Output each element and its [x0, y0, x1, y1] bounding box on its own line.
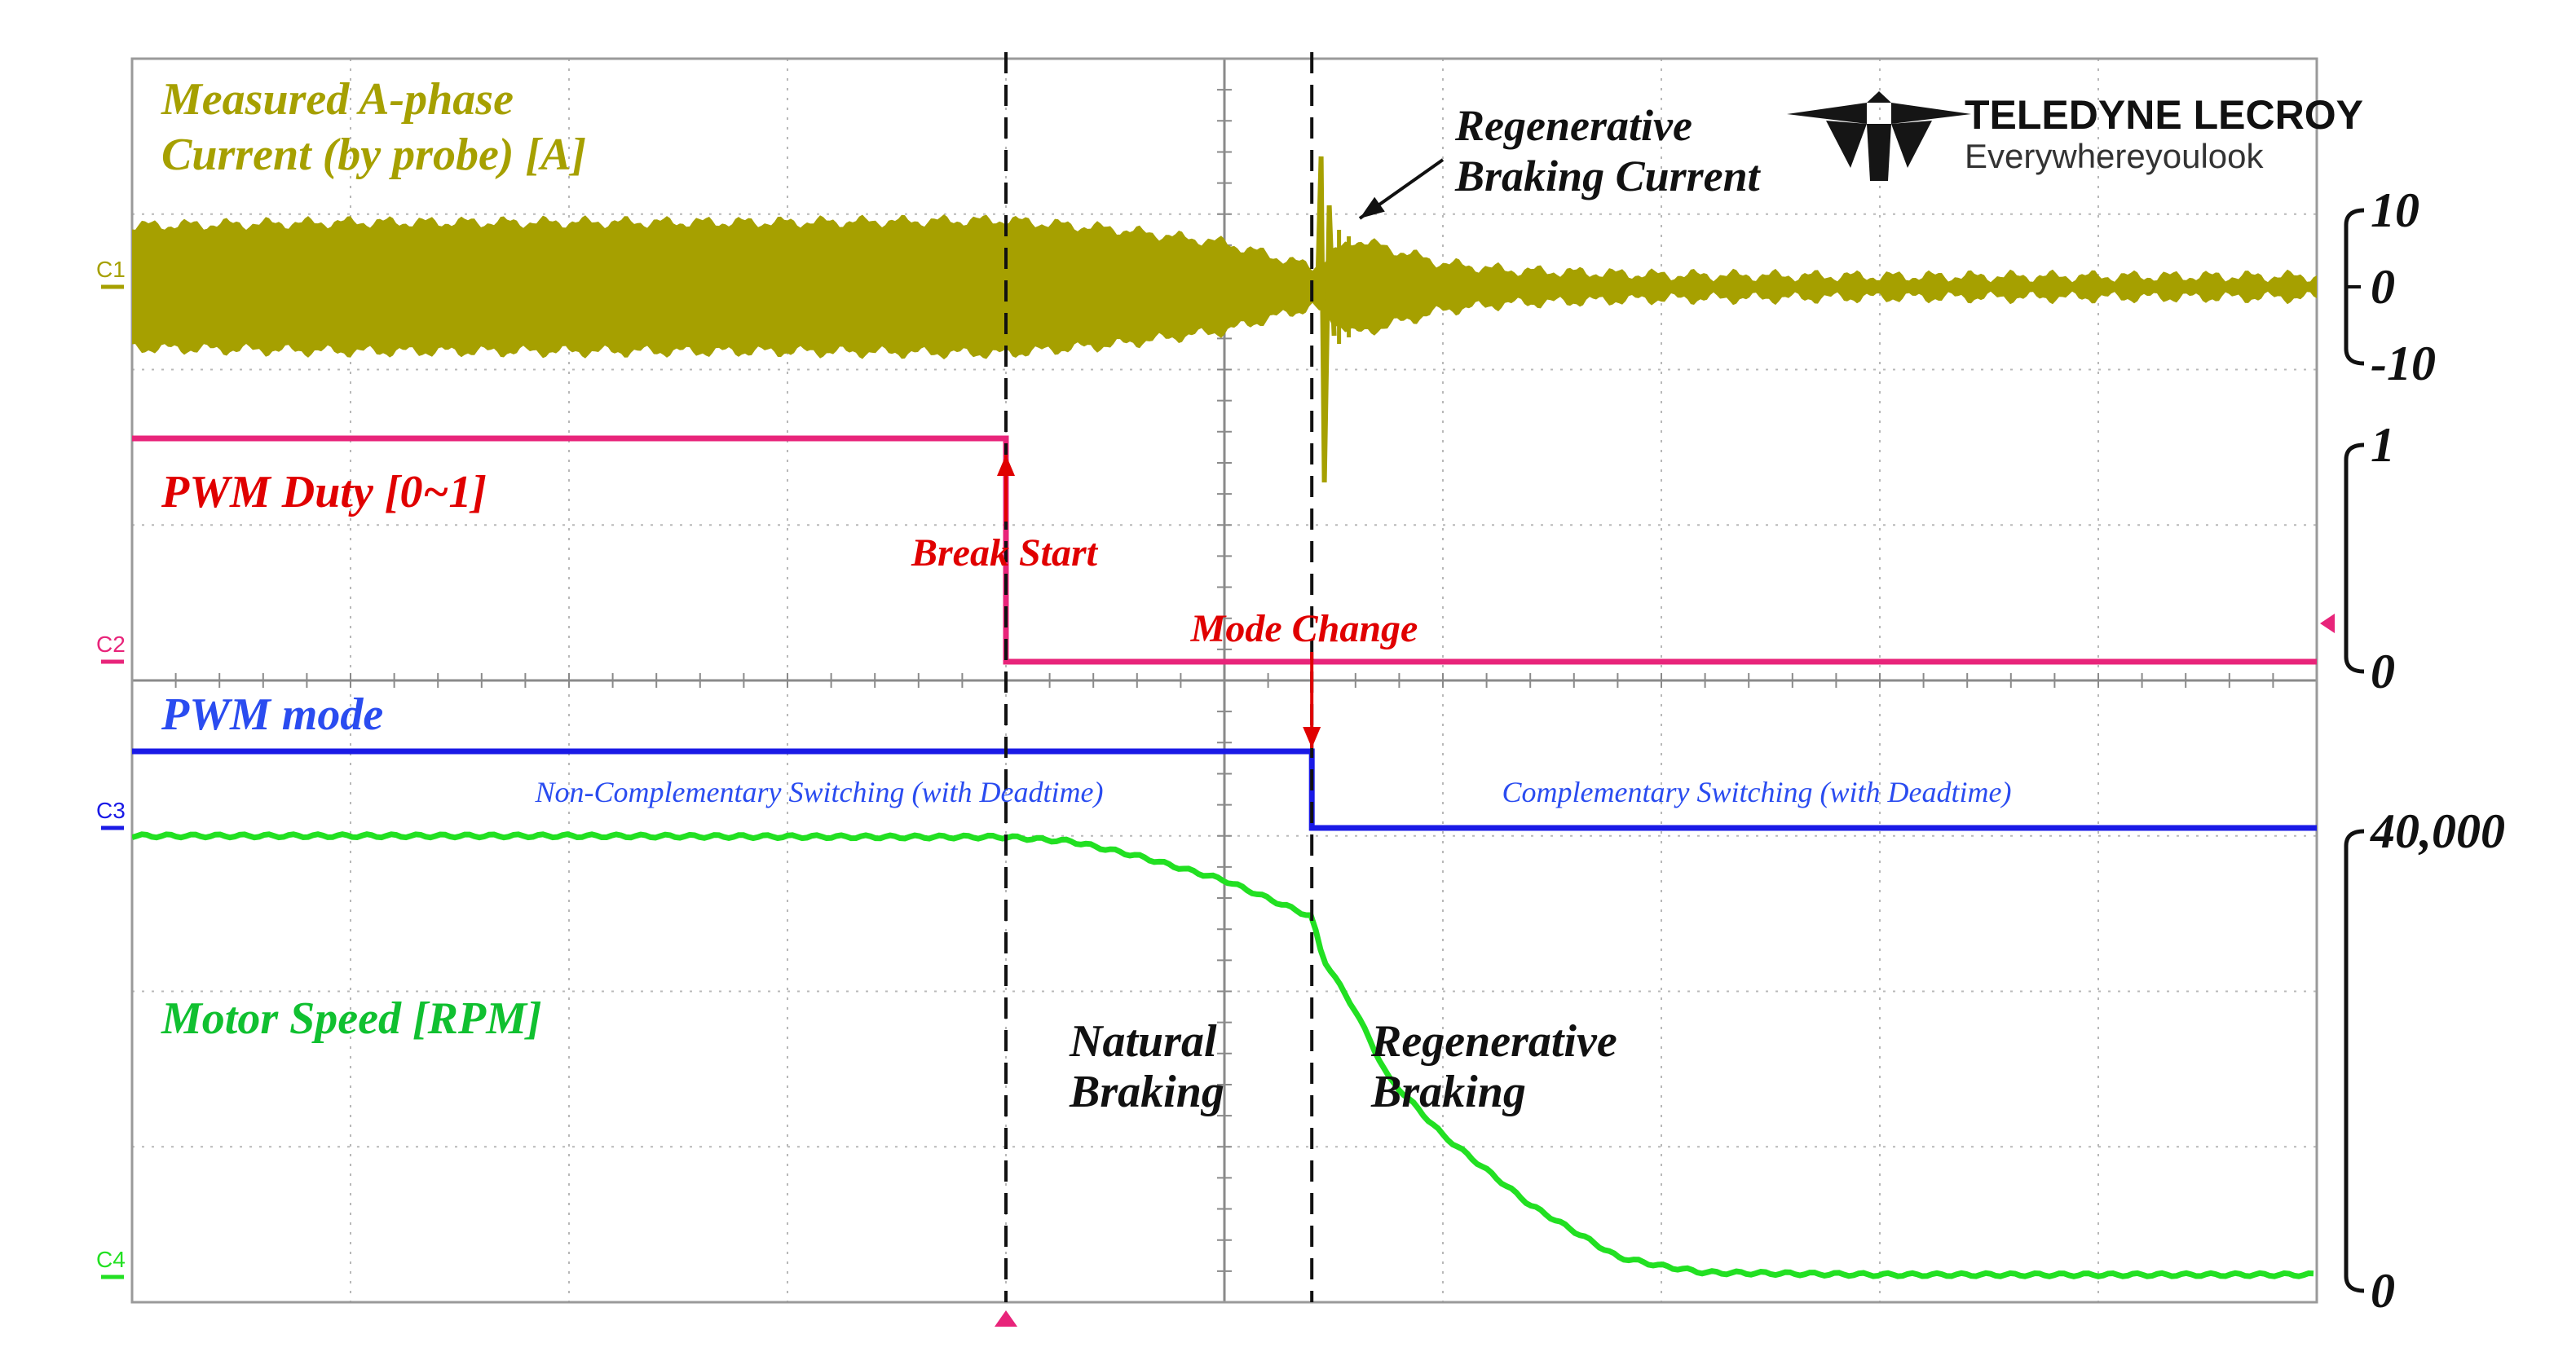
c1-scale-tick-label: 0	[2371, 260, 2395, 314]
logo-tagline-text: Everywhereyoulook	[1965, 137, 2265, 175]
c2-series-title: PWM Duty [0~1]	[161, 467, 487, 517]
logo-brand-text: TELEDYNE LECROY	[1965, 92, 2363, 138]
c4-scale-tick-label: 40,000	[2370, 804, 2505, 858]
teledyne-bird-icon	[1787, 91, 1971, 181]
mode-change-arrow	[1303, 652, 1321, 748]
c1-series-title-line2: Current (by probe) [A]	[161, 130, 586, 180]
trigger-level-marker	[2320, 614, 2335, 633]
channel-label-c2: C2	[96, 632, 126, 657]
channel-label-c1: C1	[96, 257, 126, 282]
c4-scale-tick-label: 0	[2371, 1264, 2395, 1318]
c1-scale-tick-label: -10	[2371, 337, 2436, 390]
regen-braking-label-line2: Braking	[1370, 1067, 1526, 1117]
teledyne-lecroy-logo: TELEDYNE LECROY Everywhereyoulook	[1787, 91, 2363, 181]
plot-frame	[130, 57, 2318, 1304]
natural-braking-label-line2: Braking	[1069, 1067, 1224, 1117]
arrow-head	[1360, 196, 1385, 218]
regen-braking-label-line1: Regenerative	[1370, 1016, 1617, 1067]
arrow-head	[997, 455, 1015, 476]
natural-braking-label-line1: Natural	[1069, 1016, 1217, 1067]
mode-change-label: Mode Change	[1190, 607, 1418, 650]
c4-motor-speed-trace	[132, 831, 2314, 1279]
c3-series-title: PWM mode	[161, 689, 383, 740]
c1-current-trace	[132, 214, 2317, 359]
complementary-label: Complementary Switching (with Deadtime)	[1502, 776, 2012, 808]
c2-scale-bracket	[2344, 442, 2365, 674]
arrow-head	[1303, 727, 1321, 748]
c1-current-spike	[1315, 156, 1337, 483]
regen-current-label-line2: Braking Current	[1454, 152, 1762, 200]
c1-scale-bracket	[2344, 208, 2365, 366]
c1-series-title-line1: Measured A-phase	[161, 74, 514, 125]
brake-start-arrow	[997, 455, 1015, 522]
c4-scale-bracket	[2344, 829, 2365, 1293]
regen-current-label-line1: Regenerative	[1454, 101, 1692, 150]
trigger-position-marker	[995, 1310, 1017, 1327]
c2-scale-tick-label: 1	[2371, 418, 2395, 472]
c2-scale-tick-label: 0	[2371, 645, 2395, 698]
brake-start-label: Break Start	[911, 531, 1099, 575]
non-complementary-label: Non-Complementary Switching (with Deadti…	[535, 776, 1104, 808]
c4-series-title: Motor Speed [RPM]	[161, 993, 542, 1044]
channel-label-c3: C3	[96, 798, 126, 823]
regen-current-arrow	[1358, 158, 1445, 220]
c1-scale-tick-label: 10	[2371, 183, 2419, 237]
channel-label-c4: C4	[96, 1247, 126, 1272]
